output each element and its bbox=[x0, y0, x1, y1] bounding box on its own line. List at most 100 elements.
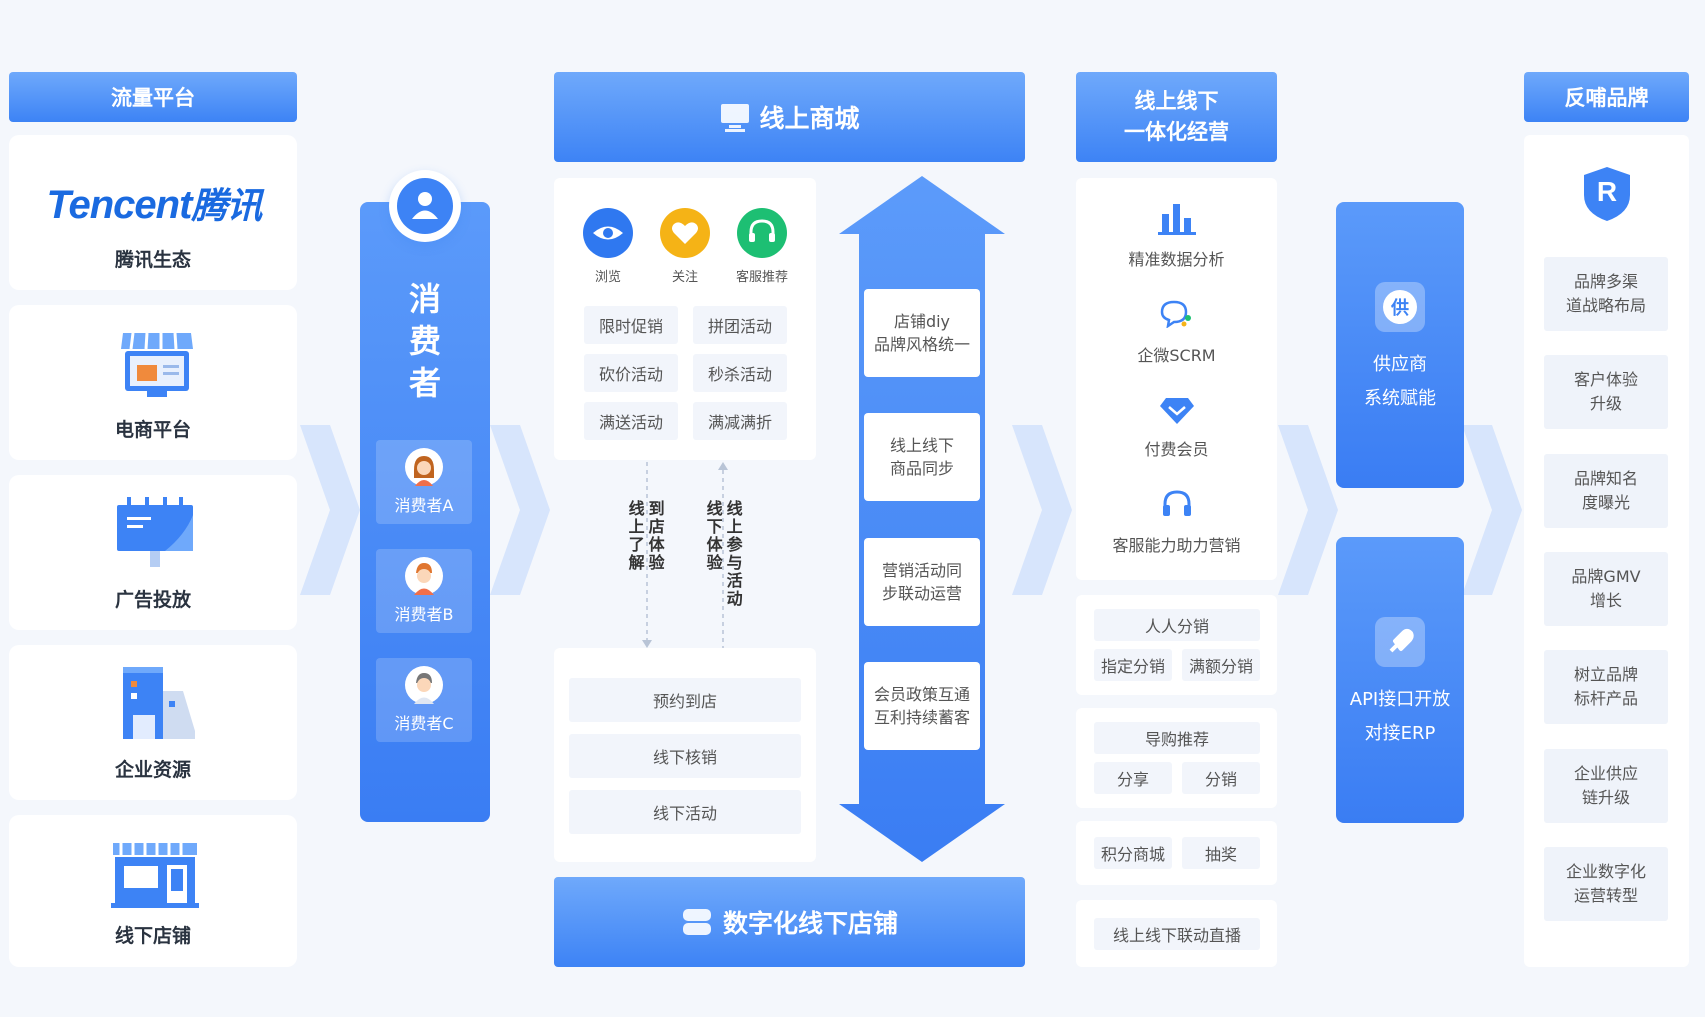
service-action[interactable]: 客服推荐 bbox=[726, 208, 798, 285]
male-avatar-icon bbox=[405, 557, 443, 595]
group1-item-designated[interactable]: 指定分销 bbox=[1094, 649, 1172, 681]
activity-bargain[interactable]: 砍价活动 bbox=[584, 354, 678, 392]
chevron-right-icon bbox=[490, 425, 550, 595]
supplier-icon-char: 供 bbox=[1383, 290, 1417, 324]
flow-text-join-online: 线上参与活动 bbox=[723, 500, 743, 608]
building-icon bbox=[123, 667, 195, 739]
guide-group-card: 导购推荐 分享 分销 bbox=[1076, 708, 1277, 808]
sync-marketing[interactable]: 营销活动同 步联动运营 bbox=[864, 538, 980, 626]
plug-icon bbox=[1375, 617, 1425, 667]
brand-item[interactable]: 企业数字化 运营转型 bbox=[1544, 847, 1668, 921]
consumer-tile-c[interactable]: 消费者C bbox=[376, 658, 472, 742]
offline-events[interactable]: 线下活动 bbox=[569, 790, 801, 834]
activity-seckill[interactable]: 秒杀活动 bbox=[693, 354, 787, 392]
offline-reservation[interactable]: 预约到店 bbox=[569, 678, 801, 722]
group2-item-distribute[interactable]: 分销 bbox=[1182, 762, 1260, 794]
brand-shield-icon bbox=[1584, 167, 1630, 221]
api-line2: 对接ERP bbox=[1364, 723, 1436, 744]
brand-item[interactable]: 品牌知名 度曝光 bbox=[1544, 454, 1668, 528]
platform-label-ads: 广告投放 bbox=[114, 589, 191, 611]
consumer-label-b: 消费者B bbox=[394, 605, 454, 624]
billboard-icon bbox=[117, 497, 193, 567]
tencent-logo: Tencent腾讯 bbox=[29, 177, 279, 229]
elder-avatar-icon bbox=[405, 666, 443, 704]
group1-item-threshold[interactable]: 满额分销 bbox=[1182, 649, 1260, 681]
browse-action[interactable]: 浏览 bbox=[582, 208, 634, 285]
platform-card-enterprise[interactable]: 企业资源 bbox=[9, 645, 297, 800]
consumer-avatar-badge bbox=[389, 170, 461, 242]
offline-actions-card: 预约到店 线下核销 线下活动 bbox=[554, 648, 816, 862]
monitor-icon bbox=[721, 104, 750, 132]
group2-title[interactable]: 导购推荐 bbox=[1094, 722, 1260, 754]
tencent-logo-cn: 腾讯 bbox=[191, 185, 262, 226]
group4-live-stream[interactable]: 线上线下联动直播 bbox=[1094, 918, 1260, 950]
down-dashed-arrow bbox=[642, 462, 652, 648]
platform-card-ads[interactable]: 广告投放 bbox=[9, 475, 297, 630]
group3-item-points-mall[interactable]: 积分商城 bbox=[1094, 837, 1172, 869]
service-label: 客服推荐 bbox=[735, 270, 788, 285]
api-line1: API接口开放 bbox=[1349, 689, 1451, 710]
sync-products[interactable]: 线上线下 商品同步 bbox=[864, 413, 980, 501]
feature-data-analysis: 精准数据分析 bbox=[1128, 250, 1225, 269]
group1-title[interactable]: 人人分销 bbox=[1094, 609, 1260, 641]
brand-item[interactable]: 客户体验 升级 bbox=[1544, 355, 1668, 429]
o2o-header: 线上线下 一体化经营 bbox=[1076, 72, 1277, 162]
user-icon bbox=[412, 192, 438, 219]
flow-text-learn-online: 线上了解 bbox=[625, 500, 645, 572]
brand-item[interactable]: 品牌多渠 道战略布局 bbox=[1544, 257, 1668, 331]
chevron-right-icon bbox=[1012, 425, 1072, 595]
api-card[interactable]: API接口开放 对接ERP bbox=[1336, 537, 1464, 823]
platform-card-tencent[interactable]: Tencent腾讯 腾讯生态 bbox=[9, 135, 297, 290]
activity-flash-sale[interactable]: 限时促销 bbox=[584, 306, 678, 344]
headset-icon bbox=[1163, 490, 1191, 516]
supplier-card[interactable]: 供 供应商 系统赋能 bbox=[1336, 202, 1464, 488]
platform-card-ecommerce[interactable]: 电商平台 bbox=[9, 305, 297, 460]
platform-label-offline: 线下店铺 bbox=[114, 925, 191, 947]
activity-group-buy[interactable]: 拼团活动 bbox=[693, 306, 787, 344]
activity-discount[interactable]: 满减满折 bbox=[693, 402, 787, 440]
group2-item-share[interactable]: 分享 bbox=[1094, 762, 1172, 794]
online-actions-card: 浏览 关注 客服推荐 限时促销 拼团活动 砍价活动 秒杀活动 满送活动 满减满折 bbox=[554, 178, 816, 460]
follow-action[interactable]: 关注 bbox=[659, 208, 711, 285]
brand-shield-letter: R bbox=[1596, 176, 1618, 207]
live-group-card: 线上线下联动直播 bbox=[1076, 900, 1277, 967]
points-group-card: 积分商城 抽奖 bbox=[1076, 821, 1277, 885]
supplier-line1: 供应商 bbox=[1373, 354, 1427, 375]
consumer-tile-a[interactable]: 消费者A bbox=[376, 440, 472, 524]
supplier-line2: 系统赋能 bbox=[1364, 388, 1436, 409]
consumer-column bbox=[360, 202, 490, 822]
flow-text-to-store: 到店体验 bbox=[645, 500, 665, 572]
eye-icon bbox=[583, 208, 633, 258]
sync-shop-diy[interactable]: 店铺diy 品牌风格统一 bbox=[864, 289, 980, 377]
up-dashed-arrow bbox=[718, 462, 728, 650]
offline-verification[interactable]: 线下核销 bbox=[569, 734, 801, 778]
activity-gift[interactable]: 满送活动 bbox=[584, 402, 678, 440]
database-store-icon bbox=[682, 909, 711, 935]
feature-service-marketing: 客服能力助力营销 bbox=[1112, 536, 1241, 555]
group3-item-lottery[interactable]: 抽奖 bbox=[1182, 837, 1260, 869]
consumer-title: 消 费 者 bbox=[360, 278, 490, 404]
bar-chart-icon bbox=[1158, 204, 1196, 235]
chevron-right-icon bbox=[300, 425, 360, 595]
brand-title: 反哺品牌 bbox=[1564, 86, 1649, 110]
follow-label: 关注 bbox=[671, 270, 698, 285]
chat-bubbles-icon bbox=[1160, 300, 1191, 328]
consumer-label-a: 消费者A bbox=[394, 496, 454, 515]
platform-label-enterprise: 企业资源 bbox=[114, 759, 191, 781]
consumer-title-char: 费 bbox=[408, 322, 441, 360]
distribution-group-card: 人人分销 指定分销 满额分销 bbox=[1076, 595, 1277, 695]
online-mall-header: 线上商城 bbox=[554, 72, 1025, 162]
o2o-title-line1: 线上线下 bbox=[1134, 89, 1219, 113]
brand-item[interactable]: 树立品牌 标杆产品 bbox=[1544, 650, 1668, 724]
sync-membership[interactable]: 会员政策互通 互利持续蓄客 bbox=[864, 662, 980, 750]
traffic-platform-title: 流量平台 bbox=[111, 86, 195, 110]
brand-item[interactable]: 企业供应 链升级 bbox=[1544, 749, 1668, 823]
platform-card-offline[interactable]: 线下店铺 bbox=[9, 815, 297, 967]
consumer-tile-b[interactable]: 消费者B bbox=[376, 549, 472, 633]
consumer-label-c: 消费者C bbox=[394, 714, 454, 733]
brand-item[interactable]: 品牌GMV 增长 bbox=[1544, 552, 1668, 626]
feature-paid-membership: 付费会员 bbox=[1144, 440, 1209, 459]
consumer-title-char: 消 bbox=[408, 280, 441, 318]
consumer-title-char: 者 bbox=[408, 364, 441, 402]
tencent-logo-en: Tencent bbox=[46, 183, 193, 227]
